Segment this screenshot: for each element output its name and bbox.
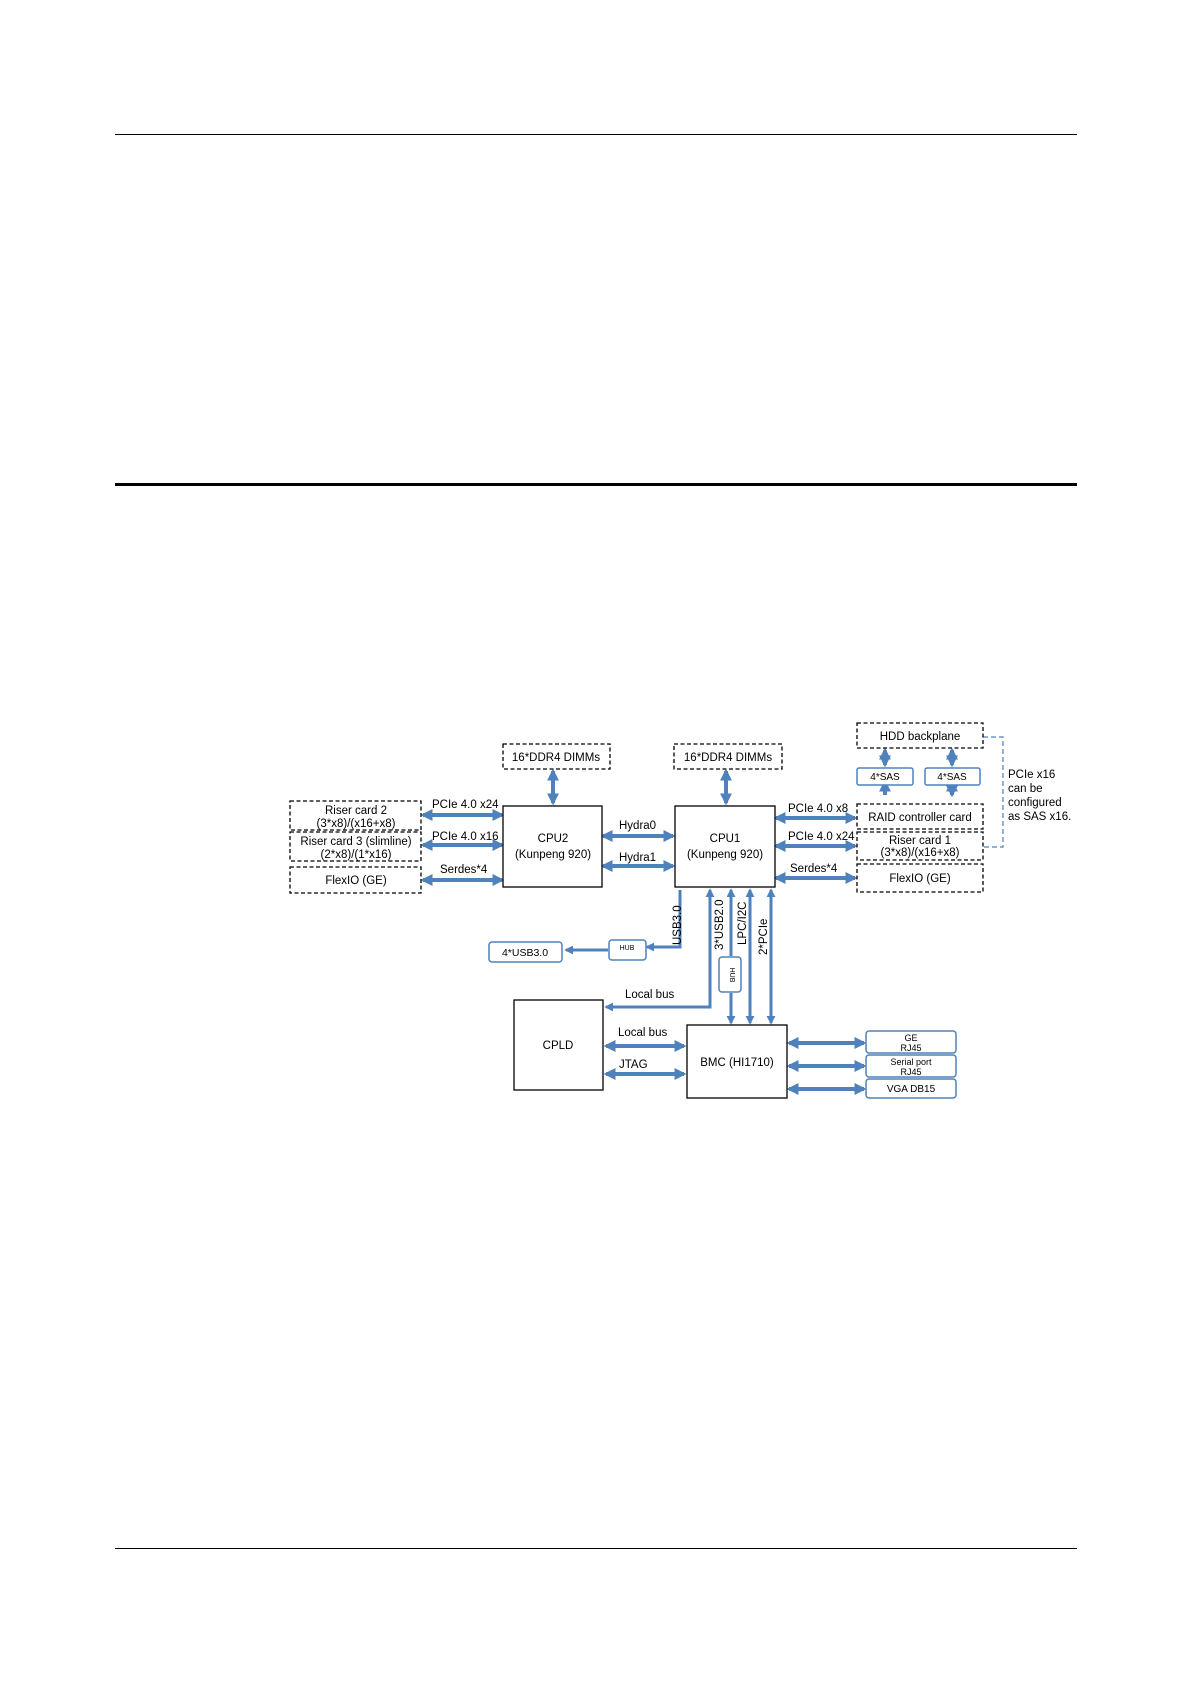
svg-text:Serial port: Serial port: [890, 1057, 932, 1067]
riser-card-3-box: Riser card 3 (slimline) (2*x8)/(1*x16): [289, 831, 422, 862]
svg-text:HUB: HUB: [620, 945, 635, 952]
flexio-box-right: FlexIO (GE): [856, 863, 984, 893]
svg-text:can be: can be: [1008, 783, 1043, 795]
cpu2-box: CPU2 (Kunpeng 920): [502, 805, 603, 888]
svg-text:CPU1: CPU1: [710, 833, 741, 845]
svg-text:CPLD: CPLD: [543, 1040, 574, 1052]
svg-text:4*SAS: 4*SAS: [870, 772, 900, 783]
footer-rule: [115, 1548, 1077, 1549]
label-pcie-x24-right: PCIe 4.0 x24: [788, 831, 855, 843]
svg-text:HUB: HUB: [728, 968, 735, 983]
serial-port-box: Serial port RJ45: [865, 1054, 957, 1078]
sas-box-left: 4*SAS: [856, 767, 914, 786]
usb-hub-box: HUB: [608, 939, 647, 961]
riser-card-2-box: Riser card 2 (3*x8)/(x16+x8): [289, 800, 422, 831]
ge-rj45-box: GE RJ45: [865, 1030, 957, 1054]
label-usb30: USB3.0: [672, 905, 684, 945]
svg-text:RAID controller card: RAID controller card: [868, 812, 972, 824]
pcie-note: PCIe x16 can be configured as SAS x16.: [1008, 769, 1071, 823]
label-jtag: JTAG: [619, 1059, 648, 1071]
svg-text:16*DDR4 DIMMs: 16*DDR4 DIMMs: [512, 752, 600, 764]
dimms-box-left: 16*DDR4 DIMMs: [502, 743, 611, 770]
svg-text:PCIe x16: PCIe x16: [1008, 769, 1055, 781]
svg-text:16*DDR4 DIMMs: 16*DDR4 DIMMs: [684, 752, 772, 764]
svg-text:CPU2: CPU2: [538, 833, 569, 845]
label-serdes-left: Serdes*4: [440, 864, 488, 876]
svg-text:(2*x8)/(1*x16): (2*x8)/(1*x16): [321, 849, 392, 861]
bmc-box: BMC (HI1710): [686, 1024, 788, 1099]
svg-text:HDD backplane: HDD backplane: [880, 731, 961, 743]
connector-labels: PCIe 4.0 x24 PCIe 4.0 x16 Serdes*4 Hydra…: [432, 799, 855, 1071]
cpu1-box: CPU1 (Kunpeng 920): [674, 805, 776, 888]
cpld-box: CPLD: [513, 999, 604, 1091]
svg-text:GE: GE: [904, 1033, 917, 1043]
section-rule: [115, 483, 1077, 486]
usb2-hub-box: HUB: [718, 956, 742, 993]
label-pcie-x8-right: PCIe 4.0 x8: [788, 803, 848, 815]
svg-text:FlexIO (GE): FlexIO (GE): [325, 875, 387, 887]
svg-text:Riser card 2: Riser card 2: [325, 805, 387, 817]
svg-text:4*USB3.0: 4*USB3.0: [502, 947, 548, 959]
svg-text:(Kunpeng 920): (Kunpeng 920): [515, 849, 591, 861]
svg-text:FlexIO (GE): FlexIO (GE): [889, 873, 951, 885]
label-usb20: 3*USB2.0: [714, 899, 726, 950]
svg-text:RJ45: RJ45: [900, 1043, 921, 1053]
label-lpc-i2c: LPC/I2C: [737, 902, 749, 945]
label-hydra0: Hydra0: [619, 820, 656, 832]
connector-lines: [420, 736, 1004, 1095]
flexio-box-left: FlexIO (GE): [289, 866, 422, 894]
svg-text:(3*x8)/(x16+x8): (3*x8)/(x16+x8): [317, 818, 396, 830]
svg-text:BMC (HI1710): BMC (HI1710): [700, 1057, 774, 1069]
svg-text:VGA DB15: VGA DB15: [887, 1084, 936, 1095]
label-hydra1: Hydra1: [619, 852, 656, 864]
label-pcie-x24-left: PCIe 4.0 x24: [432, 799, 499, 811]
label-local-bus-bottom: Local bus: [618, 1027, 667, 1039]
svg-text:4*SAS: 4*SAS: [937, 772, 967, 783]
dimms-box-right: 16*DDR4 DIMMs: [673, 743, 783, 770]
header-rule: [115, 134, 1077, 135]
svg-text:Riser card 1: Riser card 1: [889, 835, 951, 847]
usb-ports-box: 4*USB3.0: [488, 941, 563, 963]
svg-text:Riser card 3 (slimline): Riser card 3 (slimline): [300, 836, 411, 848]
hdd-backplane-box: HDD backplane: [856, 722, 984, 749]
label-local-bus-top: Local bus: [625, 989, 674, 1001]
label-pcie-x16-left: PCIe 4.0 x16: [432, 831, 498, 843]
label-serdes-right: Serdes*4: [790, 863, 838, 875]
label-2pcie: 2*PCIe: [758, 919, 770, 955]
sas-box-right: 4*SAS: [924, 767, 981, 786]
svg-text:as SAS x16.: as SAS x16.: [1008, 811, 1071, 823]
svg-text:configured: configured: [1008, 797, 1062, 809]
svg-text:(3*x8)/(x16+x8): (3*x8)/(x16+x8): [881, 847, 960, 859]
vga-box: VGA DB15: [865, 1078, 957, 1099]
raid-controller-box: RAID controller card: [856, 803, 984, 830]
riser-card-1-box: Riser card 1 (3*x8)/(x16+x8): [856, 831, 984, 861]
svg-text:(Kunpeng 920): (Kunpeng 920): [687, 849, 763, 861]
svg-text:RJ45: RJ45: [900, 1067, 921, 1077]
